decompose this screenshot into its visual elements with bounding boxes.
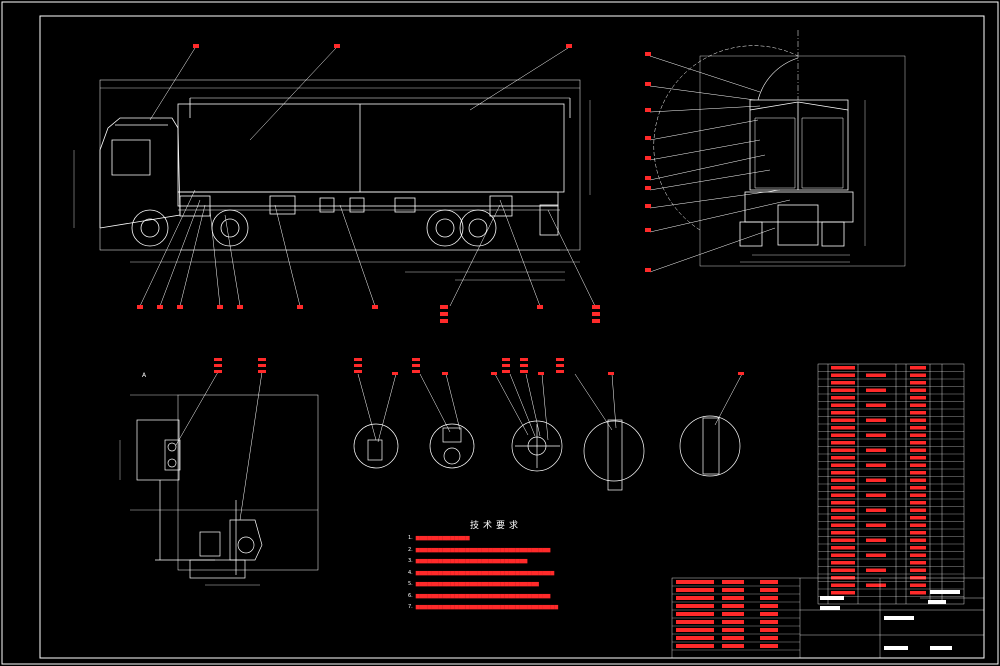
inner-frame — [39, 15, 985, 659]
rear-view-leaders — [649, 55, 791, 273]
parts-list-rows — [818, 371, 964, 597]
section-mark-label: A — [142, 372, 147, 379]
detail-circle-callouts — [354, 358, 744, 375]
requirement-item: 7.▆▆▆▆▆▆▆▆▆▆▆▆▆▆▆▆▆▆▆▆▆▆▆▆▆▆▆▆▆▆▆▆▆▆▆▆▆ — [408, 604, 559, 610]
title-block-rows — [672, 585, 800, 651]
technical-requirements-title: 技术要求 — [470, 521, 523, 531]
side-view-callouts — [137, 44, 600, 323]
requirement-item: 6.▆▆▆▆▆▆▆▆▆▆▆▆▆▆▆▆▆▆▆▆▆▆▆▆▆▆▆▆▆▆▆▆▆▆▆ — [408, 592, 551, 599]
truck-rear-view — [653, 30, 906, 267]
requirement-item: 4.▆▆▆▆▆▆▆▆▆▆▆▆▆▆▆▆▆▆▆▆▆▆▆▆▆▆▆▆▆▆▆▆▆▆▆▆ — [408, 569, 555, 576]
detail-view-a — [119, 394, 319, 586]
truck-side-view — [73, 79, 591, 281]
detail-circles — [353, 415, 741, 491]
requirement-item: 1.▆▆▆▆▆▆▆▆▆▆▆▆▆▆ — [408, 535, 470, 541]
parts-list-text — [831, 366, 926, 595]
detail-circle-leaders — [357, 373, 743, 443]
requirement-item: 2.▆▆▆▆▆▆▆▆▆▆▆▆▆▆▆▆▆▆▆▆▆▆▆▆▆▆▆▆▆▆▆▆▆▆▆ — [408, 546, 551, 553]
detail-a-callouts — [214, 358, 266, 373]
rear-view-callouts — [645, 52, 651, 272]
side-view-leaders — [139, 47, 596, 307]
detail-a-leaders — [175, 371, 263, 521]
requirement-item: 3.▆▆▆▆▆▆▆▆▆▆▆▆▆▆▆▆▆▆▆▆▆▆▆▆▆▆▆▆▆ — [408, 558, 528, 564]
technical-requirements-list: 1.▆▆▆▆▆▆▆▆▆▆▆▆▆▆ 2.▆▆▆▆▆▆▆▆▆▆▆▆▆▆▆▆▆▆▆▆▆… — [408, 533, 558, 614]
title-block-text — [676, 580, 960, 650]
requirement-item: 5.▆▆▆▆▆▆▆▆▆▆▆▆▆▆▆▆▆▆▆▆▆▆▆▆▆▆▆▆▆▆▆▆ — [408, 581, 539, 587]
